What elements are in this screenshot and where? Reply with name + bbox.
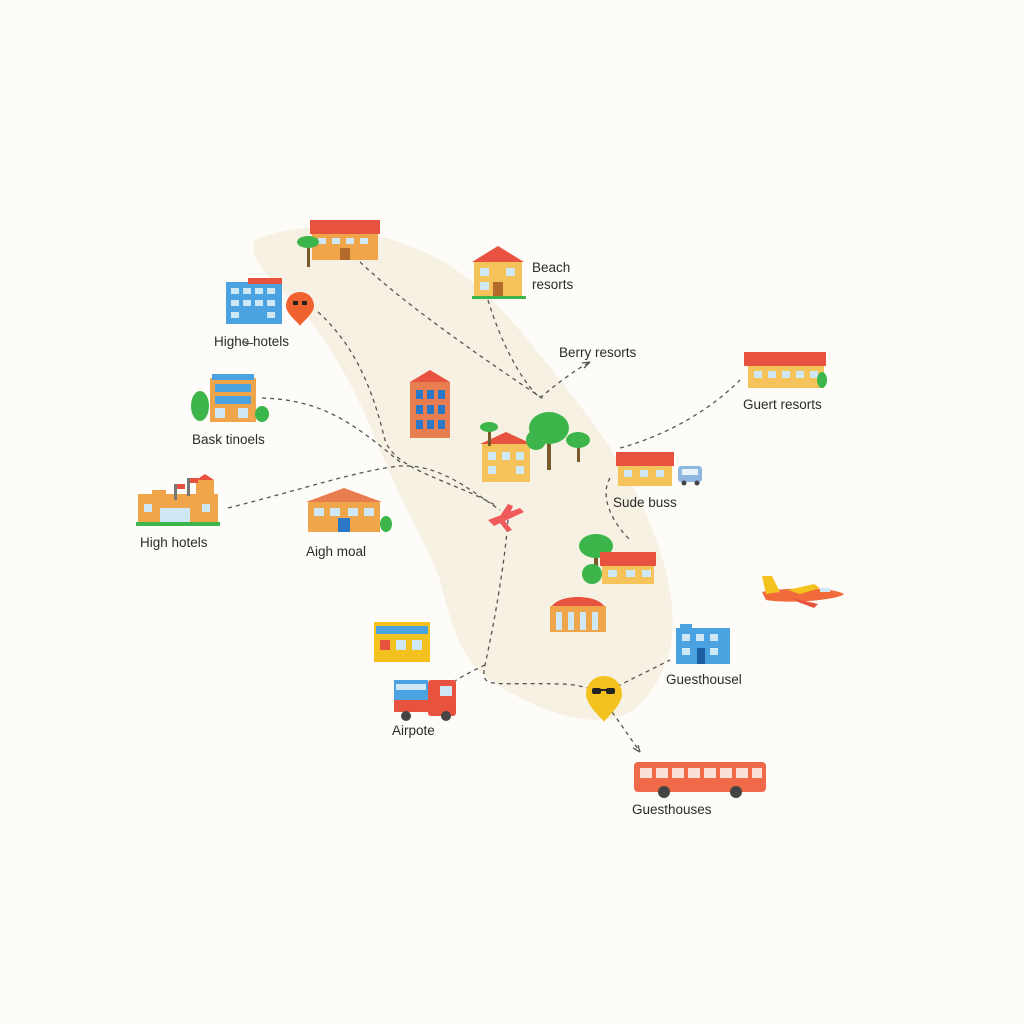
truck-icon[interactable] [394,680,456,721]
label-aigh-moal: Aigh moal [306,544,367,559]
label-guesthousel: Guesthousel [666,672,742,687]
tower-building-icon [410,370,450,438]
domed-building-icon [550,597,606,632]
hotel-building-icon [226,278,282,324]
label-airpote: Airpote [392,723,435,738]
label-sude-buss: Sude buss [613,495,677,510]
beach-resort-building-icon [472,246,526,299]
palm-tree-icon [297,236,319,267]
resort-building-icon [480,432,532,482]
resort-building-icon [744,352,827,388]
bus-icon[interactable] [634,762,766,798]
island-landmass [253,227,673,720]
hotel-building-icon [136,474,220,526]
label-beach-resorts-line2: resorts [532,277,574,292]
airplane-icon[interactable] [762,576,844,608]
location-pin-icon[interactable] [586,676,622,722]
guesthouse-building-icon [676,624,730,664]
bus-icon[interactable] [678,466,702,486]
shop-building-icon [374,622,430,662]
hotel-building-icon [191,374,269,422]
label-bask-tinoels: Bask tinoels [192,432,265,447]
hotel-building-icon [306,488,392,532]
label-high-hotels: High hotels [140,535,208,550]
airplane-icon[interactable] [488,504,524,532]
palm-tree-icon [480,412,590,470]
hotel-building-icon [310,220,380,260]
location-pin-icon[interactable] [286,292,314,326]
house-building-icon [600,552,656,584]
label-guesthouses: Guesthouses [632,802,712,817]
label-berry-resorts: Berry resorts [559,345,637,360]
label-beach-resorts-line1: Beach [532,260,571,275]
house-building-icon [616,452,674,486]
label-higher-hotels: Highe̶ hotels [214,334,290,349]
label-guest-resorts: Guert resorts [743,397,822,412]
